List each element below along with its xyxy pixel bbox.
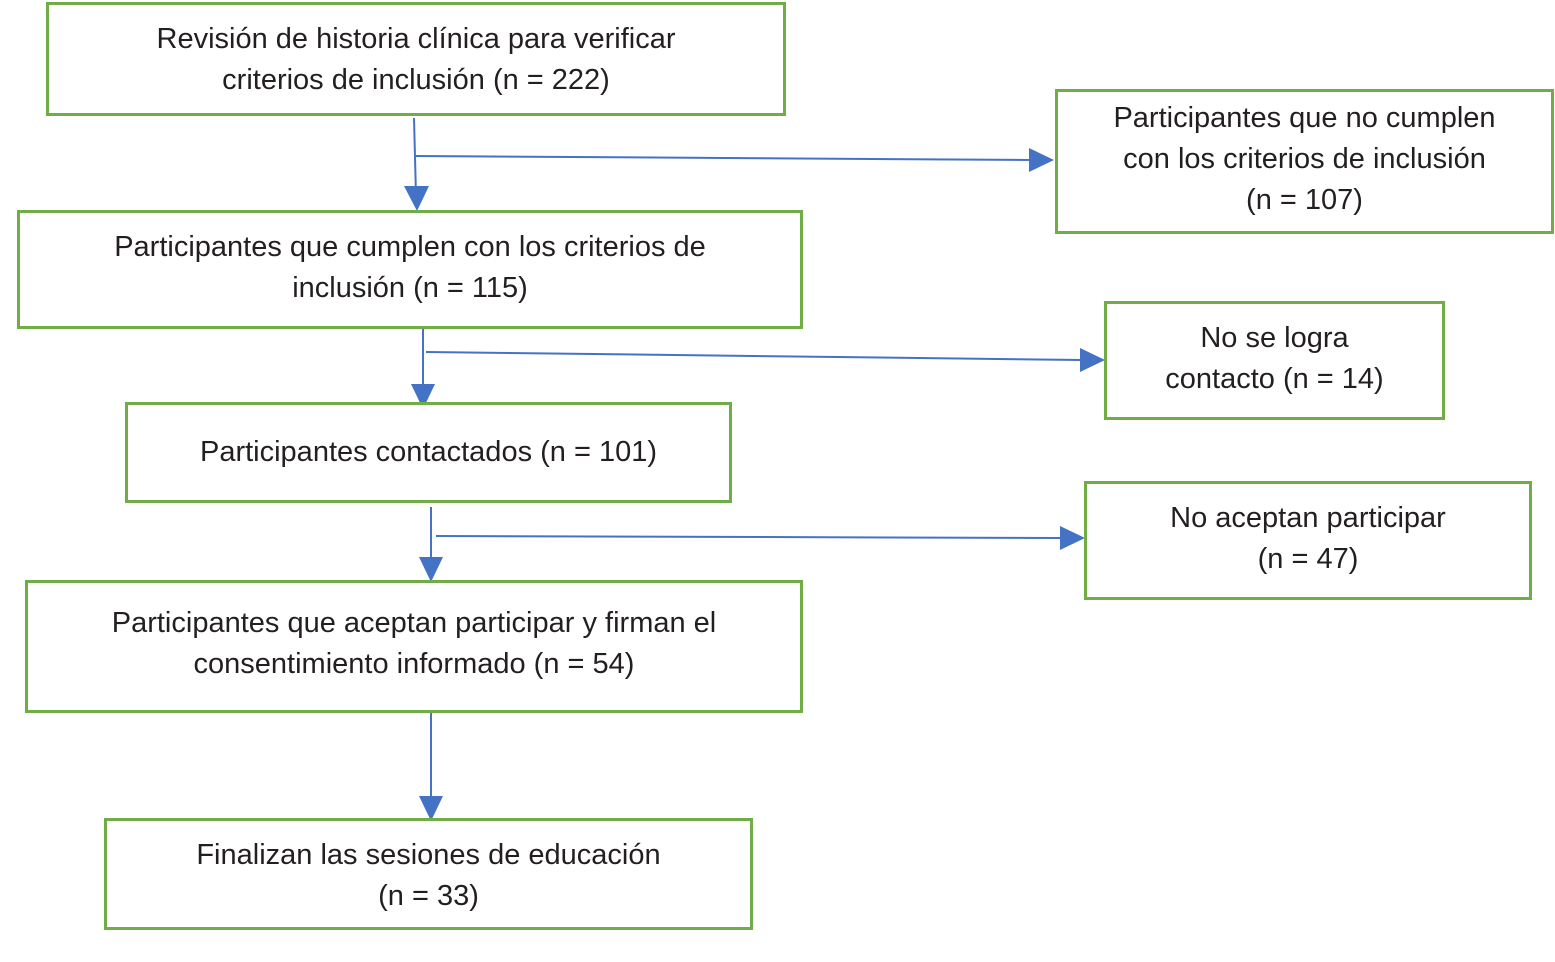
arrowhead-to-no-contact: [1080, 348, 1105, 372]
arrow-to-declined: [435, 535, 1063, 539]
arrowhead-eligible-to-contacted: [411, 384, 435, 409]
box-eligible: Participantes que cumplen con los criter…: [17, 210, 803, 329]
box-consented-line-1: Participantes que aceptan participar y f…: [111, 607, 717, 639]
arrow-to-excluded: [415, 155, 1033, 161]
box-declined-line-2: (n = 47): [1257, 543, 1359, 575]
box-declined: No aceptan participar (n = 47): [1084, 481, 1532, 600]
box-no-contact: No se logra contacto (n = 14): [1104, 301, 1445, 420]
arrowhead-to-excluded: [1029, 148, 1054, 172]
box-consented: Participantes que aceptan participar y f…: [25, 580, 803, 713]
box-excluded-line-3: (n = 107): [1246, 184, 1363, 216]
arrow-to-no-contact: [425, 351, 1083, 361]
arrow-review-to-eligible: [413, 117, 417, 197]
box-completed-line-2: (n = 33): [378, 880, 479, 912]
box-review-line-1: Revisión de historia clínica para verifi…: [156, 23, 676, 55]
arrowhead-consented-to-completed: [419, 796, 443, 821]
box-no-contact-line-1: No se logra: [1200, 322, 1349, 354]
box-declined-line-1: No aceptan participar: [1170, 502, 1446, 534]
box-consented-line-2: consentimiento informado (n = 54): [193, 648, 635, 680]
box-contacted-line-1: Participantes contactados (n = 101): [199, 436, 658, 468]
box-excluded-line-2: con los criterios de inclusión: [1123, 143, 1486, 175]
box-review: Revisión de historia clínica para verifi…: [46, 2, 786, 116]
box-contacted: Participantes contactados (n = 101): [125, 402, 732, 503]
box-review-line-2: criterios de inclusión (n = 222): [222, 64, 610, 96]
box-eligible-line-1: Participantes que cumplen con los criter…: [114, 231, 706, 263]
box-no-contact-line-2: contacto (n = 14): [1165, 363, 1384, 395]
arrowhead-contacted-to-consented: [419, 557, 443, 582]
box-excluded-line-1: Participantes que no cumplen: [1113, 102, 1496, 134]
box-completed: Finalizan las sesiones de educación (n =…: [104, 818, 753, 930]
box-eligible-line-2: inclusión (n = 115): [292, 272, 528, 304]
arrowhead-review-to-eligible: [404, 186, 429, 211]
arrowhead-to-declined: [1060, 526, 1085, 550]
box-excluded: Participantes que no cumplen con los cri…: [1055, 89, 1554, 234]
box-completed-line-1: Finalizan las sesiones de educación: [196, 839, 661, 871]
